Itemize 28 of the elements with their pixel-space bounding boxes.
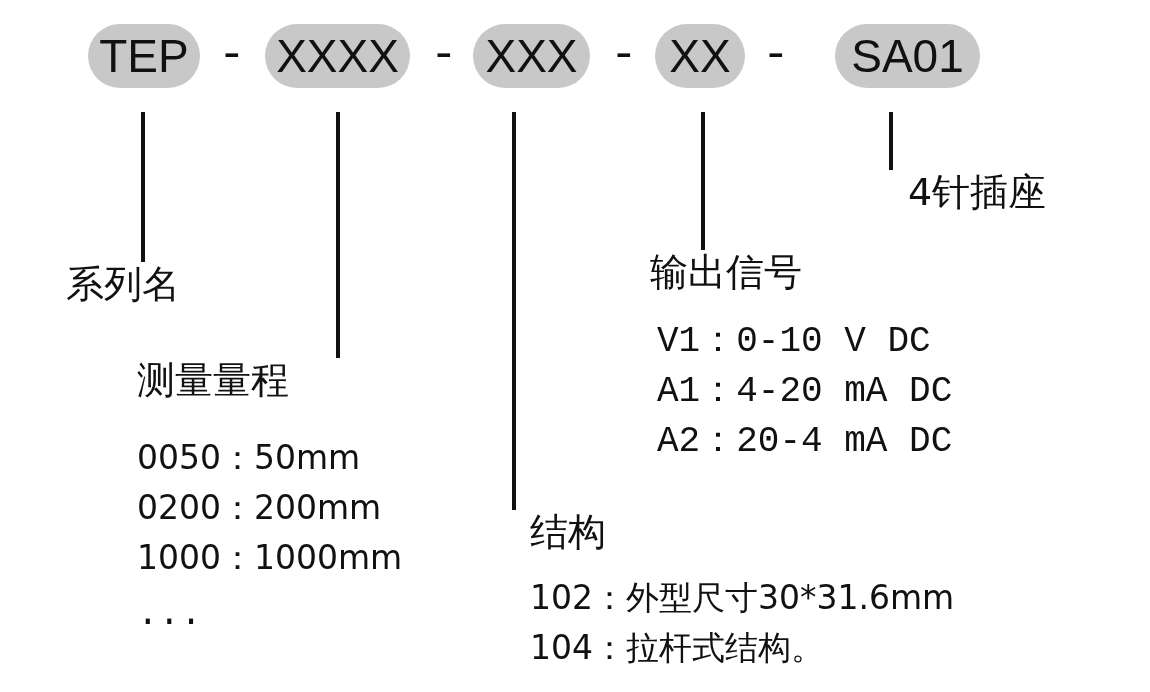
option-text: 0200：200mm bbox=[137, 488, 382, 528]
option-text: A2：20-4 mA DC bbox=[657, 422, 953, 462]
code-segment-pill: SA01 bbox=[835, 24, 980, 88]
leader-line bbox=[512, 112, 516, 510]
option-text: 104：拉杆式结构。 bbox=[530, 628, 824, 668]
option-text: 0050：50mm bbox=[137, 438, 361, 478]
field-heading: 系列名 bbox=[66, 262, 206, 306]
code-segment-pill: XXXX bbox=[265, 24, 410, 88]
leader-line bbox=[889, 112, 893, 170]
code-segment-pill: TEP bbox=[88, 24, 200, 88]
separator-dash: - bbox=[762, 30, 790, 82]
separator-dash: - bbox=[610, 30, 638, 82]
code-segment-pill: XXX bbox=[473, 24, 590, 88]
option-text: 102：外型尺寸30*31.6mm bbox=[530, 578, 955, 618]
leader-line bbox=[701, 112, 705, 250]
leader-line bbox=[336, 112, 340, 358]
ellipsis-text: ... bbox=[137, 595, 202, 635]
field-heading: 结构 bbox=[510, 510, 630, 554]
field-heading: 4针插座 bbox=[908, 170, 1078, 214]
option-text: V1：0-10 V DC bbox=[657, 322, 931, 362]
option-text: A1：4-20 mA DC bbox=[657, 372, 953, 412]
separator-dash: - bbox=[218, 30, 246, 82]
field-heading: 测量量程 bbox=[137, 358, 342, 402]
option-text: 1000：1000mm bbox=[137, 538, 403, 578]
leader-line bbox=[141, 112, 145, 262]
separator-dash: - bbox=[430, 30, 458, 82]
field-heading: 输出信号 bbox=[650, 250, 840, 294]
code-segment-pill: XX bbox=[655, 24, 745, 88]
